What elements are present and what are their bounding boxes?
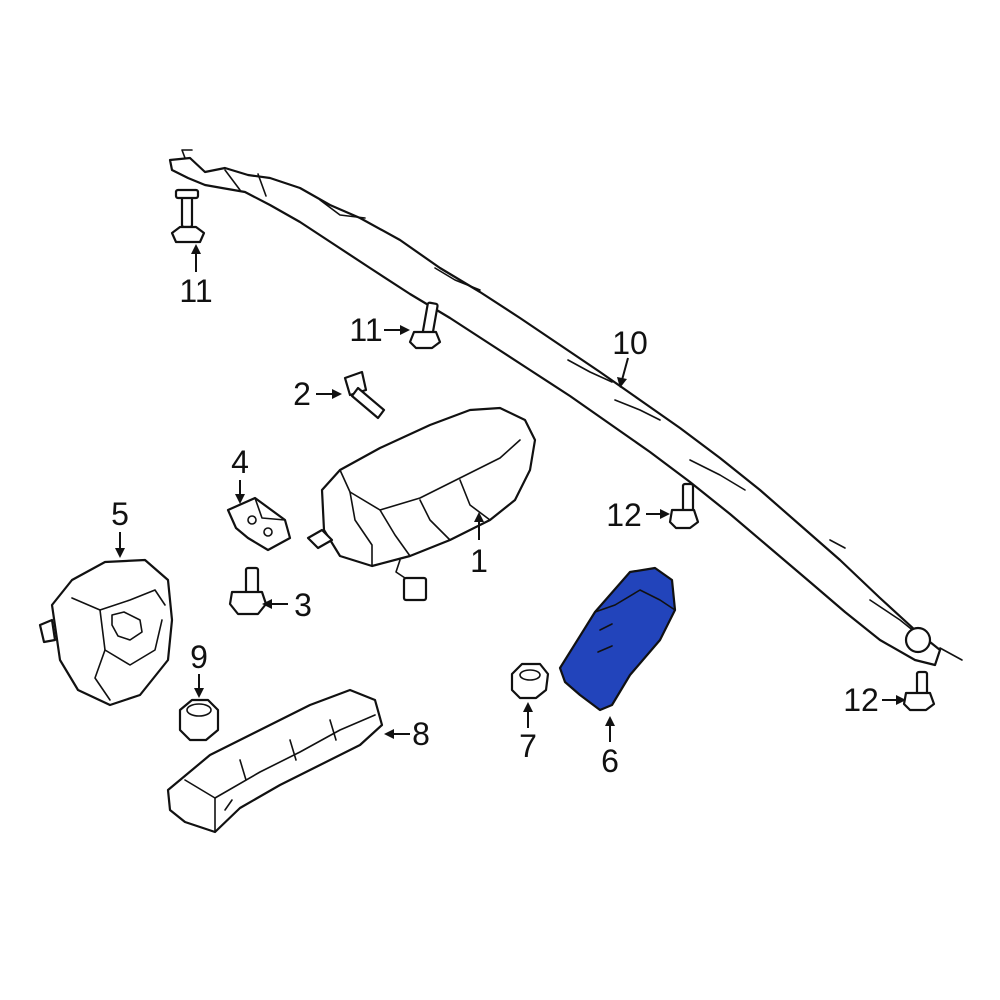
bracket-4-part — [226, 496, 292, 552]
curtain-airbag-part — [168, 149, 963, 667]
callout-labels: 11 11 2 4 1 3 5 9 8 7 6 10 12 12 — [111, 273, 879, 779]
nut-7-part — [510, 662, 550, 700]
callout-3: 3 — [294, 587, 312, 623]
bolt-2-part — [343, 370, 386, 420]
callout-6: 6 — [601, 743, 619, 779]
leader-lines — [115, 244, 906, 742]
callout-7: 7 — [519, 728, 537, 764]
callout-11a: 11 — [179, 273, 212, 309]
bolt-3-part — [228, 566, 268, 616]
passenger-airbag-part — [306, 406, 537, 602]
callout-12b: 12 — [843, 682, 879, 718]
callout-1: 1 — [470, 543, 488, 579]
callout-5: 5 — [111, 496, 129, 532]
callout-12a: 12 — [606, 497, 642, 533]
callout-11b: 11 — [349, 312, 382, 348]
nut-9-part — [178, 698, 220, 742]
bolt-11a-part — [170, 188, 206, 244]
bolt-11b-part — [408, 301, 442, 350]
bolt-12a-part — [668, 482, 700, 530]
callout-4: 4 — [231, 444, 249, 480]
callout-10: 10 — [612, 325, 648, 361]
bolt-12b-part — [902, 670, 936, 712]
seat-side-airbag-part — [558, 566, 677, 712]
callout-8: 8 — [412, 716, 430, 752]
callout-9: 9 — [190, 639, 208, 675]
steering-wheel-airbag-part — [38, 558, 174, 707]
knee-airbag-part — [166, 688, 384, 834]
callout-2: 2 — [293, 376, 311, 412]
